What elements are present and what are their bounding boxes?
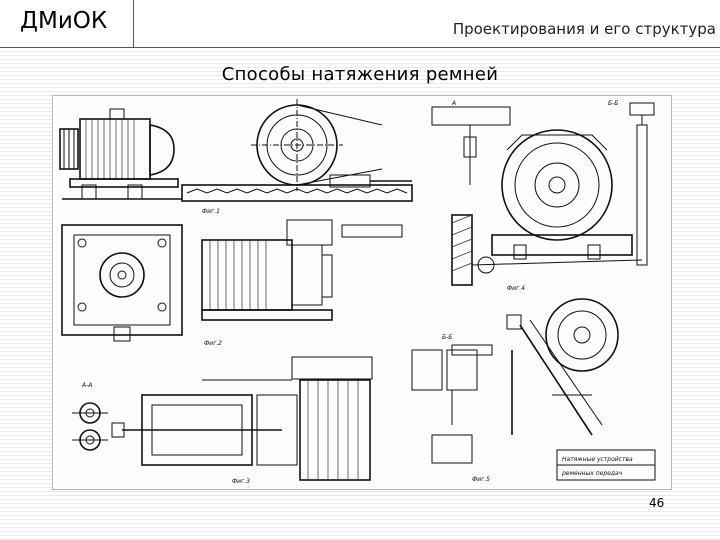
section-title: Проектирования и его структура (452, 20, 716, 38)
fig5-lever-tensioner: Б-Б Натяжные устройства ременных передач… (411, 298, 656, 483)
fig2-motor-side: Фиг.2 (201, 219, 403, 347)
svg-text:А-А: А-А (81, 382, 92, 389)
fig4-label: Фиг.4 (507, 285, 525, 292)
svg-text:Б-Б: Б-Б (608, 100, 618, 107)
fig3-label: Фиг.3 (232, 478, 250, 485)
fig1-label: Фиг.1 (202, 208, 220, 215)
stamp-line-1: Натяжные устройства (562, 456, 633, 463)
fig1-driven-pulley: Фиг.1 (181, 99, 413, 215)
course-title: ДМиОК (20, 8, 108, 34)
stamp-line-2: ременных передач (561, 470, 623, 477)
header-left-box: ДМиОК (0, 0, 134, 48)
fig1-motor-slide (59, 108, 182, 200)
technical-drawing: Фиг.1 Фиг.2 (52, 95, 672, 490)
page-number: 46 (649, 496, 665, 510)
drawing-canvas: Фиг.1 Фиг.2 (52, 95, 672, 490)
svg-text:А: А (451, 100, 456, 107)
fig3-tension-screw: А-А Фиг.3 (72, 356, 373, 485)
fig4-motor-pivot: А Б-Б Фиг.4 (431, 100, 655, 292)
slide-title: Способы натяжения ремней (221, 64, 499, 85)
svg-text:Б-Б: Б-Б (442, 334, 452, 341)
fig2-plate (61, 224, 183, 342)
fig2-label: Фиг.2 (204, 340, 222, 347)
header-right-box: Проектирования и его структура (134, 0, 720, 48)
fig5-label: Фиг.5 (472, 476, 490, 483)
